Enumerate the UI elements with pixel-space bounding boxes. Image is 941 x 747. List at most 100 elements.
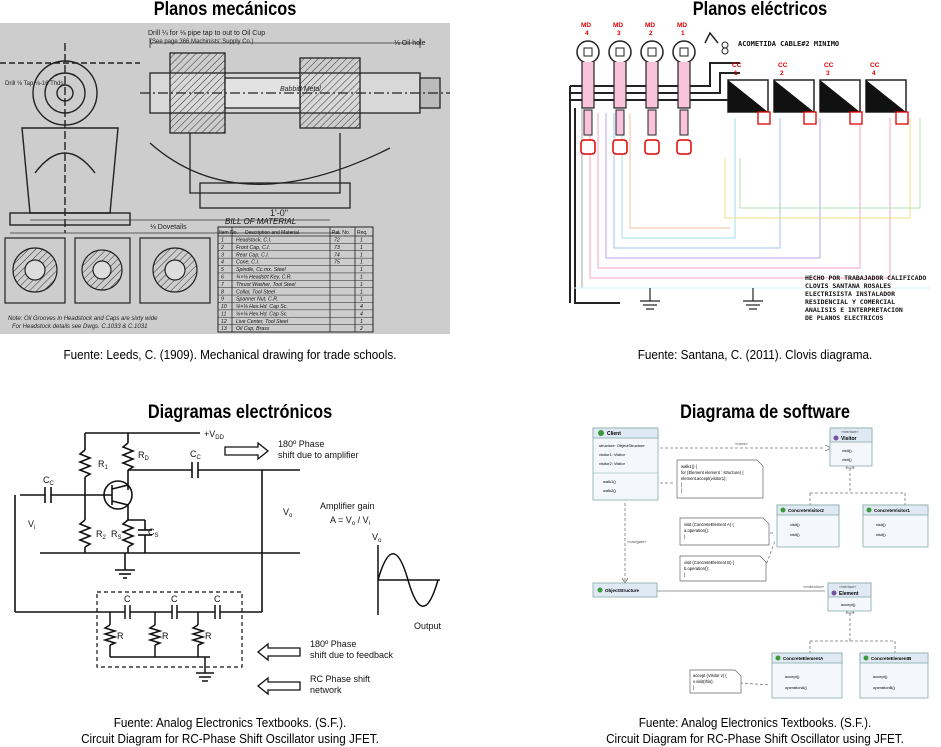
rs-label: R — [111, 529, 118, 539]
md-stem — [583, 109, 593, 136]
bom-cell: ¾×⅛ Headstrt Key, C.R. — [236, 275, 292, 281]
bom-cell: 1 — [360, 252, 363, 258]
cea-name: ConcreteElementA — [783, 656, 824, 661]
element-m1: accept() — [841, 602, 856, 607]
bom-cell: 11 — [221, 311, 226, 317]
bom-cell: 10 — [221, 304, 227, 310]
rc-c2: C — [171, 594, 178, 604]
bom-cell: 12 — [221, 319, 227, 325]
cc-label: CC — [870, 62, 880, 69]
bom-cell: 13 — [221, 326, 227, 332]
cv1-name: ConcreteVisitor1 — [874, 508, 910, 513]
md-stem — [647, 109, 657, 136]
svg-text:Vi: Vi — [28, 519, 35, 531]
dovetails-label: ⅛ Dovetails — [150, 224, 187, 231]
note-accept: accept (Visitor v) { v.visit(this); } — [689, 669, 742, 694]
cv1-m1: visit() — [876, 522, 886, 527]
visitor-m2: visit() — [842, 457, 852, 462]
svg-text:CC: CC — [43, 475, 55, 487]
bom-cell: 1 — [360, 260, 363, 266]
cc-label: CC — [778, 62, 788, 69]
client-f2: visitor1: Visitor — [599, 452, 626, 457]
mech-caption: Fuente: Leeds, C. (1909). Mechanical dra… — [63, 347, 397, 362]
note-visit-b: visit (ConcreteElement B) { b.operation(… — [679, 555, 767, 582]
vdd-label: +V — [204, 429, 215, 439]
cc-left-sub: C — [50, 481, 55, 487]
r2-label: R — [96, 529, 103, 539]
class-element: «interface» Element accept() — [827, 582, 872, 612]
note-walk-5: } — [681, 488, 683, 493]
phase-fb-2: shift due to feedback — [310, 650, 394, 660]
md-label-num: 3 — [617, 30, 621, 37]
md-label: MD — [581, 22, 591, 29]
client-m2: walk2() — [603, 488, 617, 493]
md-socket-core — [615, 47, 625, 57]
bom-cell: ⅛×⅛ Hex.Hd. Cap Sc. — [236, 311, 288, 317]
bom-cell: 1 — [360, 238, 363, 244]
bom-cell: 75 — [334, 260, 340, 266]
bom-cell: 74 — [334, 252, 340, 258]
bom-cell: 6 — [221, 275, 224, 281]
cc-terminal — [895, 111, 909, 125]
bom-cell: Oil Cup, Brass — [236, 326, 270, 332]
rd-sub: D — [145, 456, 150, 462]
credit-line-1: HECHO POR TRABAJADOR CALIFICADO — [805, 274, 926, 282]
svg-text:CC: CC — [190, 449, 202, 461]
rel-collection: «collection» — [803, 584, 825, 589]
software-uml: «uses» «navigate» «collection» Client st… — [585, 423, 935, 703]
md-label: MD — [677, 22, 687, 29]
md-socket-core — [647, 47, 657, 57]
rd-label: R — [138, 450, 145, 460]
bom-cell: 1 — [360, 297, 363, 303]
elec-title: Planos eléctricos — [692, 0, 828, 20]
note-visitb-3: } — [684, 572, 686, 577]
cc-terminal — [757, 111, 771, 125]
mech-title: Planos mecánicos — [153, 0, 297, 20]
credit-line-5: ANALISIS E INTERPRETACION — [805, 306, 903, 314]
gain-2: A = V — [330, 515, 352, 525]
vi-label: V — [28, 519, 34, 529]
vo-label: V — [283, 507, 289, 517]
software-caption-2: Circuit Diagram for RC-Phase Shift Oscil… — [606, 731, 904, 746]
visitor-name: Visitor — [841, 436, 857, 442]
phase-fb-1: 180º Phase — [310, 639, 356, 649]
md-label-num: 4 — [585, 30, 589, 37]
electronic-caption-1: Fuente: Analog Electronics Textbooks. (S… — [113, 715, 347, 730]
r1-label: R — [98, 459, 105, 469]
credit-line-3: ELECTRISISTA INSTALADOR — [805, 290, 895, 298]
gain-2b: o — [352, 521, 356, 527]
cs-label: C — [148, 527, 155, 537]
rc-c1: C — [124, 594, 131, 604]
vo-out-sub: o — [378, 538, 382, 544]
objstruct-name: ObjectStructure — [605, 588, 640, 593]
bom-cell: 2 — [359, 326, 363, 332]
ceb-m2: operationB() — [873, 685, 896, 690]
svg-text:R2: R2 — [96, 529, 107, 541]
mech-drawing: Drill ¼ for ⅛ pipe tap to out to Oil Cup… — [0, 23, 450, 334]
elec-caption: Fuente: Santana, C. (2011). Clovis diagr… — [637, 347, 873, 362]
md-conduit — [613, 62, 627, 109]
ceb-name: ConcreteElementB — [871, 656, 912, 661]
cc-left-label: C — [43, 475, 50, 485]
cea-m2: operationA() — [785, 685, 808, 690]
vi-sub: i — [34, 525, 35, 531]
note-walk: walk1() { for (Element element : structu… — [676, 459, 764, 499]
note-walk-2: for (Element element : structure) { — [681, 470, 744, 475]
drill-note: Drill ¼ for ⅛ pipe tap to out to Oil Cup — [148, 30, 265, 37]
bom-h-item: Item No. — [219, 230, 238, 236]
ceb-m1: accept() — [873, 674, 888, 679]
oil-hole-label: ⅛ Oil hole — [394, 40, 426, 47]
vo-out-label: V — [372, 532, 378, 542]
bom-cell: Spindle, Cc.mx. Steel — [236, 267, 286, 273]
gain-2c: / V — [355, 515, 369, 525]
bom-cell: Headstock, C.I. — [236, 238, 271, 244]
bom-cell: 1 — [360, 275, 363, 281]
bom-cell: 1 — [360, 319, 363, 325]
md-label-num: 2 — [649, 30, 653, 37]
bom-cell: 1 — [360, 267, 363, 273]
cc-label: CC — [732, 62, 742, 69]
md-switch — [644, 139, 660, 155]
vdd-sub: DD — [215, 435, 224, 441]
length-label: 1'-0" — [270, 208, 288, 218]
